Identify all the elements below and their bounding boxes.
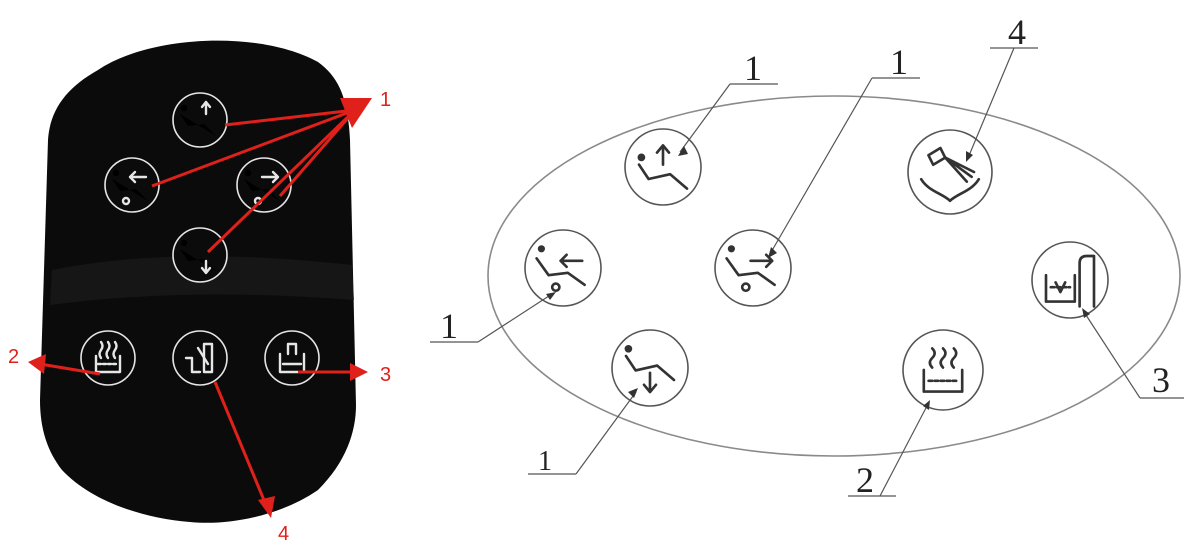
chair-forward-button[interactable]	[236, 157, 292, 213]
callout-label-4: 4	[278, 523, 289, 545]
leader-arrowheads	[546, 146, 1090, 410]
callout-label-1-up: 1	[744, 48, 762, 88]
bowl-flush-icon	[919, 146, 981, 203]
water-heater-button[interactable]	[1031, 241, 1109, 319]
callout-arrows-left	[28, 98, 372, 518]
cup-filler-icon	[922, 347, 964, 393]
cup-filler-button[interactable]	[902, 329, 984, 411]
water-heater-icon	[1044, 254, 1096, 308]
callout-label-1-down: 1	[538, 446, 552, 477]
callout-label-1-back: 1	[440, 306, 458, 346]
callout-label-1: 1	[380, 89, 391, 111]
water-heater-icon	[184, 342, 214, 374]
chair-down-icon	[180, 239, 216, 275]
leader-lines	[430, 47, 1184, 497]
bowl-flush-button[interactable]	[907, 129, 993, 215]
chair-back-icon	[535, 245, 586, 293]
callout-label-1-forward: 1	[890, 42, 908, 82]
chair-down-icon	[624, 344, 676, 394]
callout-label-4: 4	[1008, 12, 1026, 52]
cup-filler-button[interactable]	[80, 330, 136, 386]
chair-back-button[interactable]	[524, 229, 602, 307]
chair-up-button[interactable]	[172, 92, 228, 148]
cup-filler-icon	[94, 340, 122, 374]
chair-up-icon	[637, 144, 689, 190]
chair-up-button[interactable]	[624, 128, 702, 206]
chair-forward-icon	[725, 245, 776, 293]
callout-label-3: 3	[1152, 360, 1170, 400]
chair-back-button[interactable]	[104, 157, 160, 213]
panel-outline	[487, 95, 1181, 457]
chair-forward-button[interactable]	[714, 229, 792, 307]
right-line-drawing: 1 1 4 1 1 2 3	[430, 12, 1184, 500]
chair-up-icon	[180, 100, 216, 136]
callout-label-3: 3	[380, 364, 391, 386]
callout-label-2: 2	[856, 460, 874, 500]
bowl-rinse-icon	[278, 342, 306, 374]
left-control-panel: 1 2 3 4	[8, 40, 391, 545]
chair-back-icon	[112, 169, 148, 206]
water-heater-button[interactable]	[172, 330, 228, 386]
bowl-rinse-button[interactable]	[264, 330, 320, 386]
callout-label-2: 2	[8, 346, 19, 368]
chair-down-button[interactable]	[172, 227, 228, 283]
chair-down-button[interactable]	[611, 329, 689, 407]
